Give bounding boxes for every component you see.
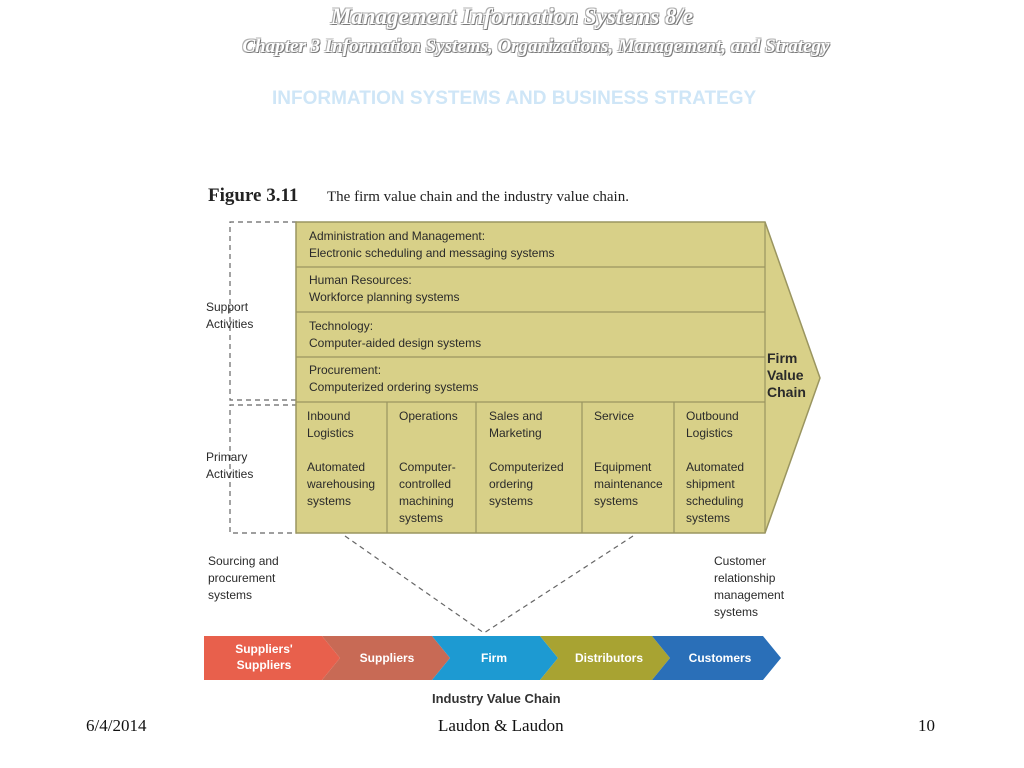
primary-activity-inbound-logistics: Inbound Logistics Automated warehousing … [307,408,383,510]
primary-activity-sales-marketing: Sales and Marketing Computerized orderin… [489,408,577,510]
funnel-line-right [483,535,634,634]
primary-activity-title: Sales and Marketing [489,409,543,440]
primary-activity-title: Operations [399,409,458,423]
support-activity-procurement: Procurement: Computerized ordering syste… [309,362,759,396]
support-activity-system: Workforce planning systems [309,290,460,304]
slide-title: Management Information Systems 8/e [330,4,694,29]
figure-caption: The firm value chain and the industry va… [327,189,629,205]
crm-note: Customer relationship management systems [714,554,785,619]
primary-activity-system: Equipment maintenance systems [594,460,663,508]
primary-activity-service: Service Equipment maintenance systems [594,408,670,510]
primary-activity-system: Automated warehousing systems [307,460,376,508]
primary-activity-system: Computer-controlled machining systems [399,460,456,525]
footer-date: 6/4/2014 [86,716,147,735]
chain-arrow-customers [652,636,781,680]
slide-chapter: Chapter 3 Information Systems, Organizat… [242,36,830,57]
support-activity-title: Procurement: [309,363,382,377]
figure-label: Figure 3.11 [208,185,299,206]
primary-activities-label: Primary Activities [206,450,254,481]
firm-value-chain-shape [295,221,821,534]
primary-activity-title: Service [594,409,635,423]
industry-value-chain-label: Industry Value Chain [432,691,561,706]
support-activity-title: Technology: [309,319,374,333]
support-bracket [229,221,297,401]
primary-activity-title: Outbound Logistics [686,409,739,440]
chain-label-customers: Customers [688,651,752,665]
chain-arrow-firm [432,636,558,680]
chain-arrow-suppliers [322,636,450,680]
chain-arrow-suppliers-suppliers [204,636,340,680]
primary-activity-system: Automated shipment scheduling systems [686,460,745,525]
chain-label-suppliers: Suppliers [359,651,415,665]
chain-label-firm: Firm [480,651,507,665]
slide-section-heading: INFORMATION SYSTEMS AND BUSINESS STRATEG… [272,88,757,109]
support-activity-technology: Technology: Computer-aided design system… [309,318,759,352]
chain-label-suppliers-suppliers: Suppliers' Suppliers [235,642,293,672]
footer-author: Laudon & Laudon [438,716,564,735]
chain-label-distributors: Distributors [574,651,643,665]
support-activities-label: Support Activities [206,300,254,331]
sourcing-procurement-note: Sourcing and procurement systems [208,554,279,602]
primary-activity-title: Inbound Logistics [307,409,354,440]
primary-activity-outbound-logistics: Outbound Logistics Automated shipment sc… [686,408,758,527]
support-activity-title: Administration and Management: [309,229,486,243]
support-activity-system: Computer-aided design systems [309,336,482,350]
support-activity-admin: Administration and Management: Electroni… [309,228,759,262]
primary-bracket [229,404,297,534]
funnel-line-left [344,535,485,634]
support-activity-system: Computerized ordering systems [309,380,479,394]
chain-arrow-distributors [540,636,670,680]
support-activity-title: Human Resources: [309,273,412,287]
primary-activity-system: Computerized ordering systems [489,460,564,508]
footer-page-number: 10 [918,716,935,735]
primary-activity-operations: Operations Computer-controlled machining… [399,408,471,527]
support-activity-system: Electronic scheduling and messaging syst… [309,246,555,260]
support-activity-hr: Human Resources: Workforce planning syst… [309,272,759,306]
firm-value-chain-label: Firm Value Chain [767,350,806,400]
